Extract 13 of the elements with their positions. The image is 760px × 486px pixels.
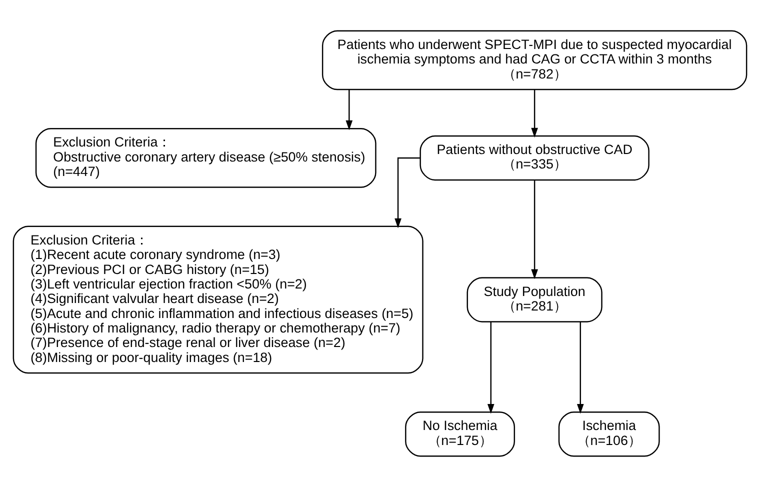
arrow [487,321,494,414]
node-box: Study Population （n=281） [466,276,602,322]
node-box: Ischemia （n=106） [558,411,660,456]
arrow [531,89,538,138]
arrow [576,321,584,414]
node-box: No Ischemia （n=175） [405,411,516,456]
arrow [394,156,420,228]
node-box: Exclusion Criteria： (1)Recent acute coronary syndrome (n=3) (2)Previous PCI or CABG history (n=15) (3)Left ventricular ejection fraction <50% (n=2) (4)Significant valvular heart disease (n=2) (5)Acute and chronic inflammation and infectious diseases (n=5) (6)History of malignancy, radio therapy or chemotherapy (n=7) (7)Presence of end-stage renal or liver disease (n=2) (8)Missing or poor-quality images (n=18) [12,225,424,374]
node-box: Patients without obstructive CAD （n=335） [420,134,650,180]
arrow [346,89,353,130]
node-box: Exclusion Criteria： Obstructive coronary artery disease (≥50% stenosis) (n=447) [35,128,376,188]
node-box: Patients who underwent SPECT-MPI due to suspected myocardial ischemia symptoms and had CAG or CCTA within 3 months （n=782） [322,30,748,90]
arrow [531,180,538,279]
